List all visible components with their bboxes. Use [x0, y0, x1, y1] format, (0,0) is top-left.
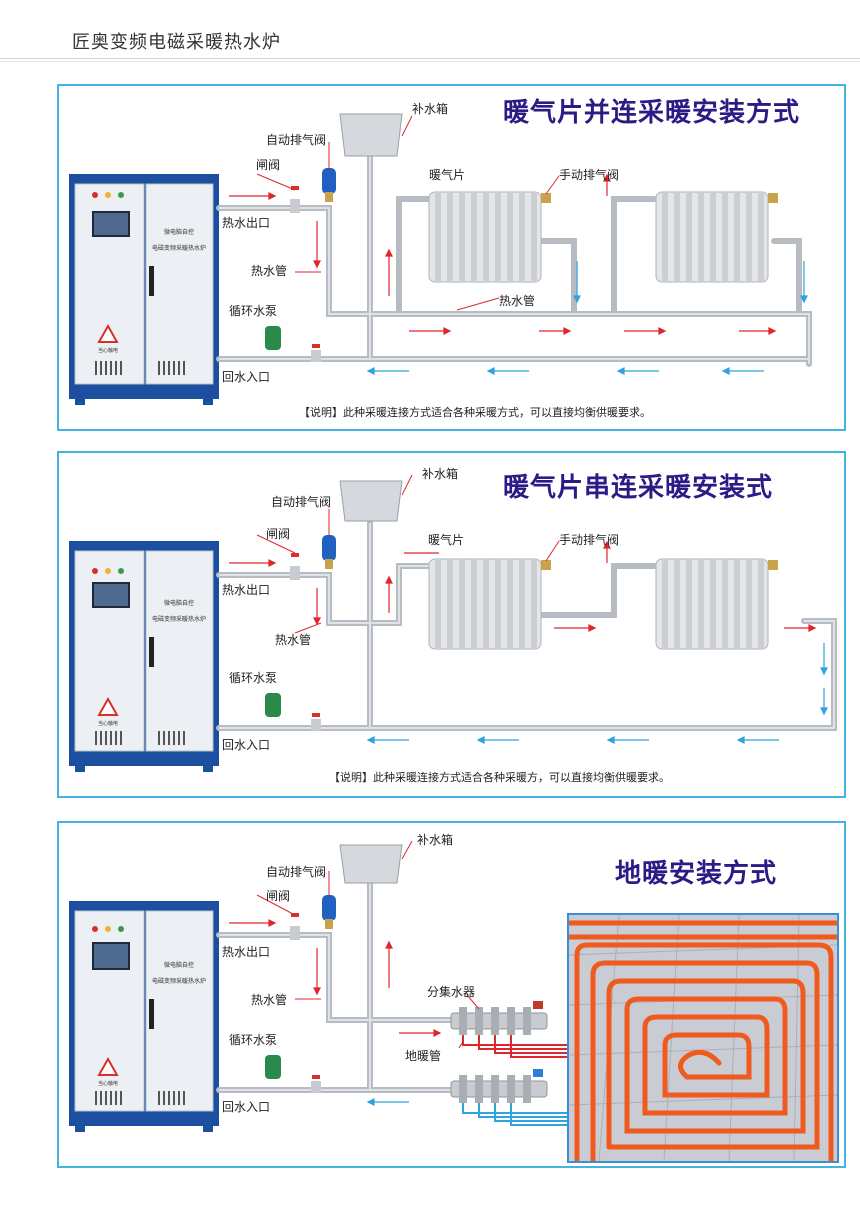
return-inlet-label: 回水入口 — [222, 1100, 271, 1114]
hot-flow-arrows — [229, 173, 777, 335]
header-divider — [0, 58, 860, 59]
panel-note: 【说明】此种采暖连接方式适合各种采暖方，可以直接均衡供暖要求。 — [329, 771, 670, 784]
parallel-radiator-panel: 微电脑自控 电磁变频采暖热水炉 当心触电 — [57, 84, 846, 431]
gate-valve-label: 闸阀 — [256, 158, 281, 172]
hot-water-pipe-label-2: 热水管 — [499, 294, 536, 308]
radiator-1 — [428, 558, 551, 650]
radiator-label: 暖气片 — [429, 168, 466, 182]
manifold-supply — [450, 1001, 567, 1058]
auto-vent-label: 自动排气阀 — [266, 865, 327, 879]
return-inlet-label: 回水入口 — [222, 370, 271, 384]
floor-heating-photo — [567, 913, 839, 1163]
boiler-cabinet: 微电脑自控 电磁变频采暖热水炉 当心触电 — [69, 901, 219, 1132]
auto-vent-label: 自动排气阀 — [271, 495, 332, 509]
warning-label: 当心触电 — [98, 347, 118, 354]
hot-water-pipe-label: 热水管 — [275, 633, 312, 647]
boiler-plate-line1: 微电脑自控 — [164, 599, 194, 607]
header-divider-secondary — [0, 61, 860, 62]
floor-heating-diagram: 微电脑自控 电磁变频采暖热水炉 当心触电 — [69, 840, 567, 1132]
return-inlet-label: 回水入口 — [222, 738, 271, 752]
floor-heating-panel: 微电脑自控 电磁变频采暖热水炉 当心触电 — [57, 821, 846, 1168]
page-header: 匠奥变频电磁采暖热水炉 — [0, 0, 860, 62]
floor-pipe-label: 地暖管 — [405, 1049, 442, 1063]
gate-valve-label: 闸阀 — [266, 889, 291, 903]
panel-title: 地暖安装方式 — [615, 859, 778, 889]
parallel-radiator-diagram: 微电脑自控 电磁变频采暖热水炉 当心触电 — [69, 113, 812, 405]
panel-note: 【说明】此种采暖连接方式适合各种采暖方式，可以直接均衡供暖要求。 — [299, 406, 651, 419]
hot-water-pipe-label: 热水管 — [251, 264, 288, 278]
manifold-return — [450, 1069, 567, 1126]
circulation-pump-label: 循环水泵 — [229, 671, 278, 685]
radiator-2 — [655, 191, 778, 283]
water-tank-label: 补水箱 — [412, 102, 449, 116]
radiator-2 — [655, 558, 778, 650]
boiler-plate-line1: 微电脑自控 — [164, 228, 194, 236]
gate-valve-label: 闸阀 — [266, 527, 291, 541]
series-radiator-panel: 微电脑自控 电磁变频采暖热水炉 当心触电 — [57, 451, 846, 798]
hot-water-outlet-label: 热水出口 — [222, 583, 271, 597]
panel-title: 暖气片串连采暖安装式 — [503, 473, 774, 503]
radiator-label: 暖气片 — [428, 533, 465, 547]
circulation-pump-label: 循环水泵 — [229, 304, 278, 318]
boiler-cabinet: 微电脑自控 电磁变频采暖热水炉 当心触电 — [69, 174, 219, 405]
manual-vent-label: 手动排气阀 — [559, 533, 620, 547]
auto-vent-label: 自动排气阀 — [266, 133, 327, 147]
boiler-plate-line1: 微电脑自控 — [164, 961, 194, 969]
warning-label: 当心触电 — [98, 720, 118, 727]
floor-heating-pipe-image — [569, 915, 837, 1161]
water-tank-label: 补水箱 — [417, 833, 454, 847]
hot-flow-arrows — [229, 540, 817, 632]
return-flow-arrows — [366, 1098, 409, 1106]
circulation-pump-label: 循环水泵 — [229, 1033, 278, 1047]
water-tank-label: 补水箱 — [422, 467, 459, 481]
hot-flow-arrows — [229, 919, 442, 1037]
boiler-plate-line2: 电磁变频采暖热水炉 — [152, 977, 206, 985]
manifold-label: 分集水器 — [427, 985, 476, 999]
return-flow-arrows — [366, 261, 808, 375]
hot-water-outlet-label: 热水出口 — [222, 945, 271, 959]
panel-title: 暖气片并连采暖安装方式 — [503, 98, 801, 128]
radiator-1 — [428, 191, 551, 283]
manual-vent-label: 手动排气阀 — [559, 168, 620, 182]
warning-label: 当心触电 — [98, 1080, 118, 1087]
page-title: 匠奥变频电磁采暖热水炉 — [72, 32, 281, 53]
hot-water-pipe-label: 热水管 — [251, 993, 288, 1007]
boiler-cabinet: 微电脑自控 电磁变频采暖热水炉 当心触电 — [69, 541, 219, 772]
boiler-plate-line2: 电磁变频采暖热水炉 — [152, 615, 206, 623]
boiler-plate-line2: 电磁变频采暖热水炉 — [152, 244, 206, 252]
series-radiator-diagram: 微电脑自控 电磁变频采暖热水炉 当心触电 — [69, 474, 837, 772]
hot-water-outlet-label: 热水出口 — [222, 216, 271, 230]
return-flow-arrows — [366, 643, 828, 744]
